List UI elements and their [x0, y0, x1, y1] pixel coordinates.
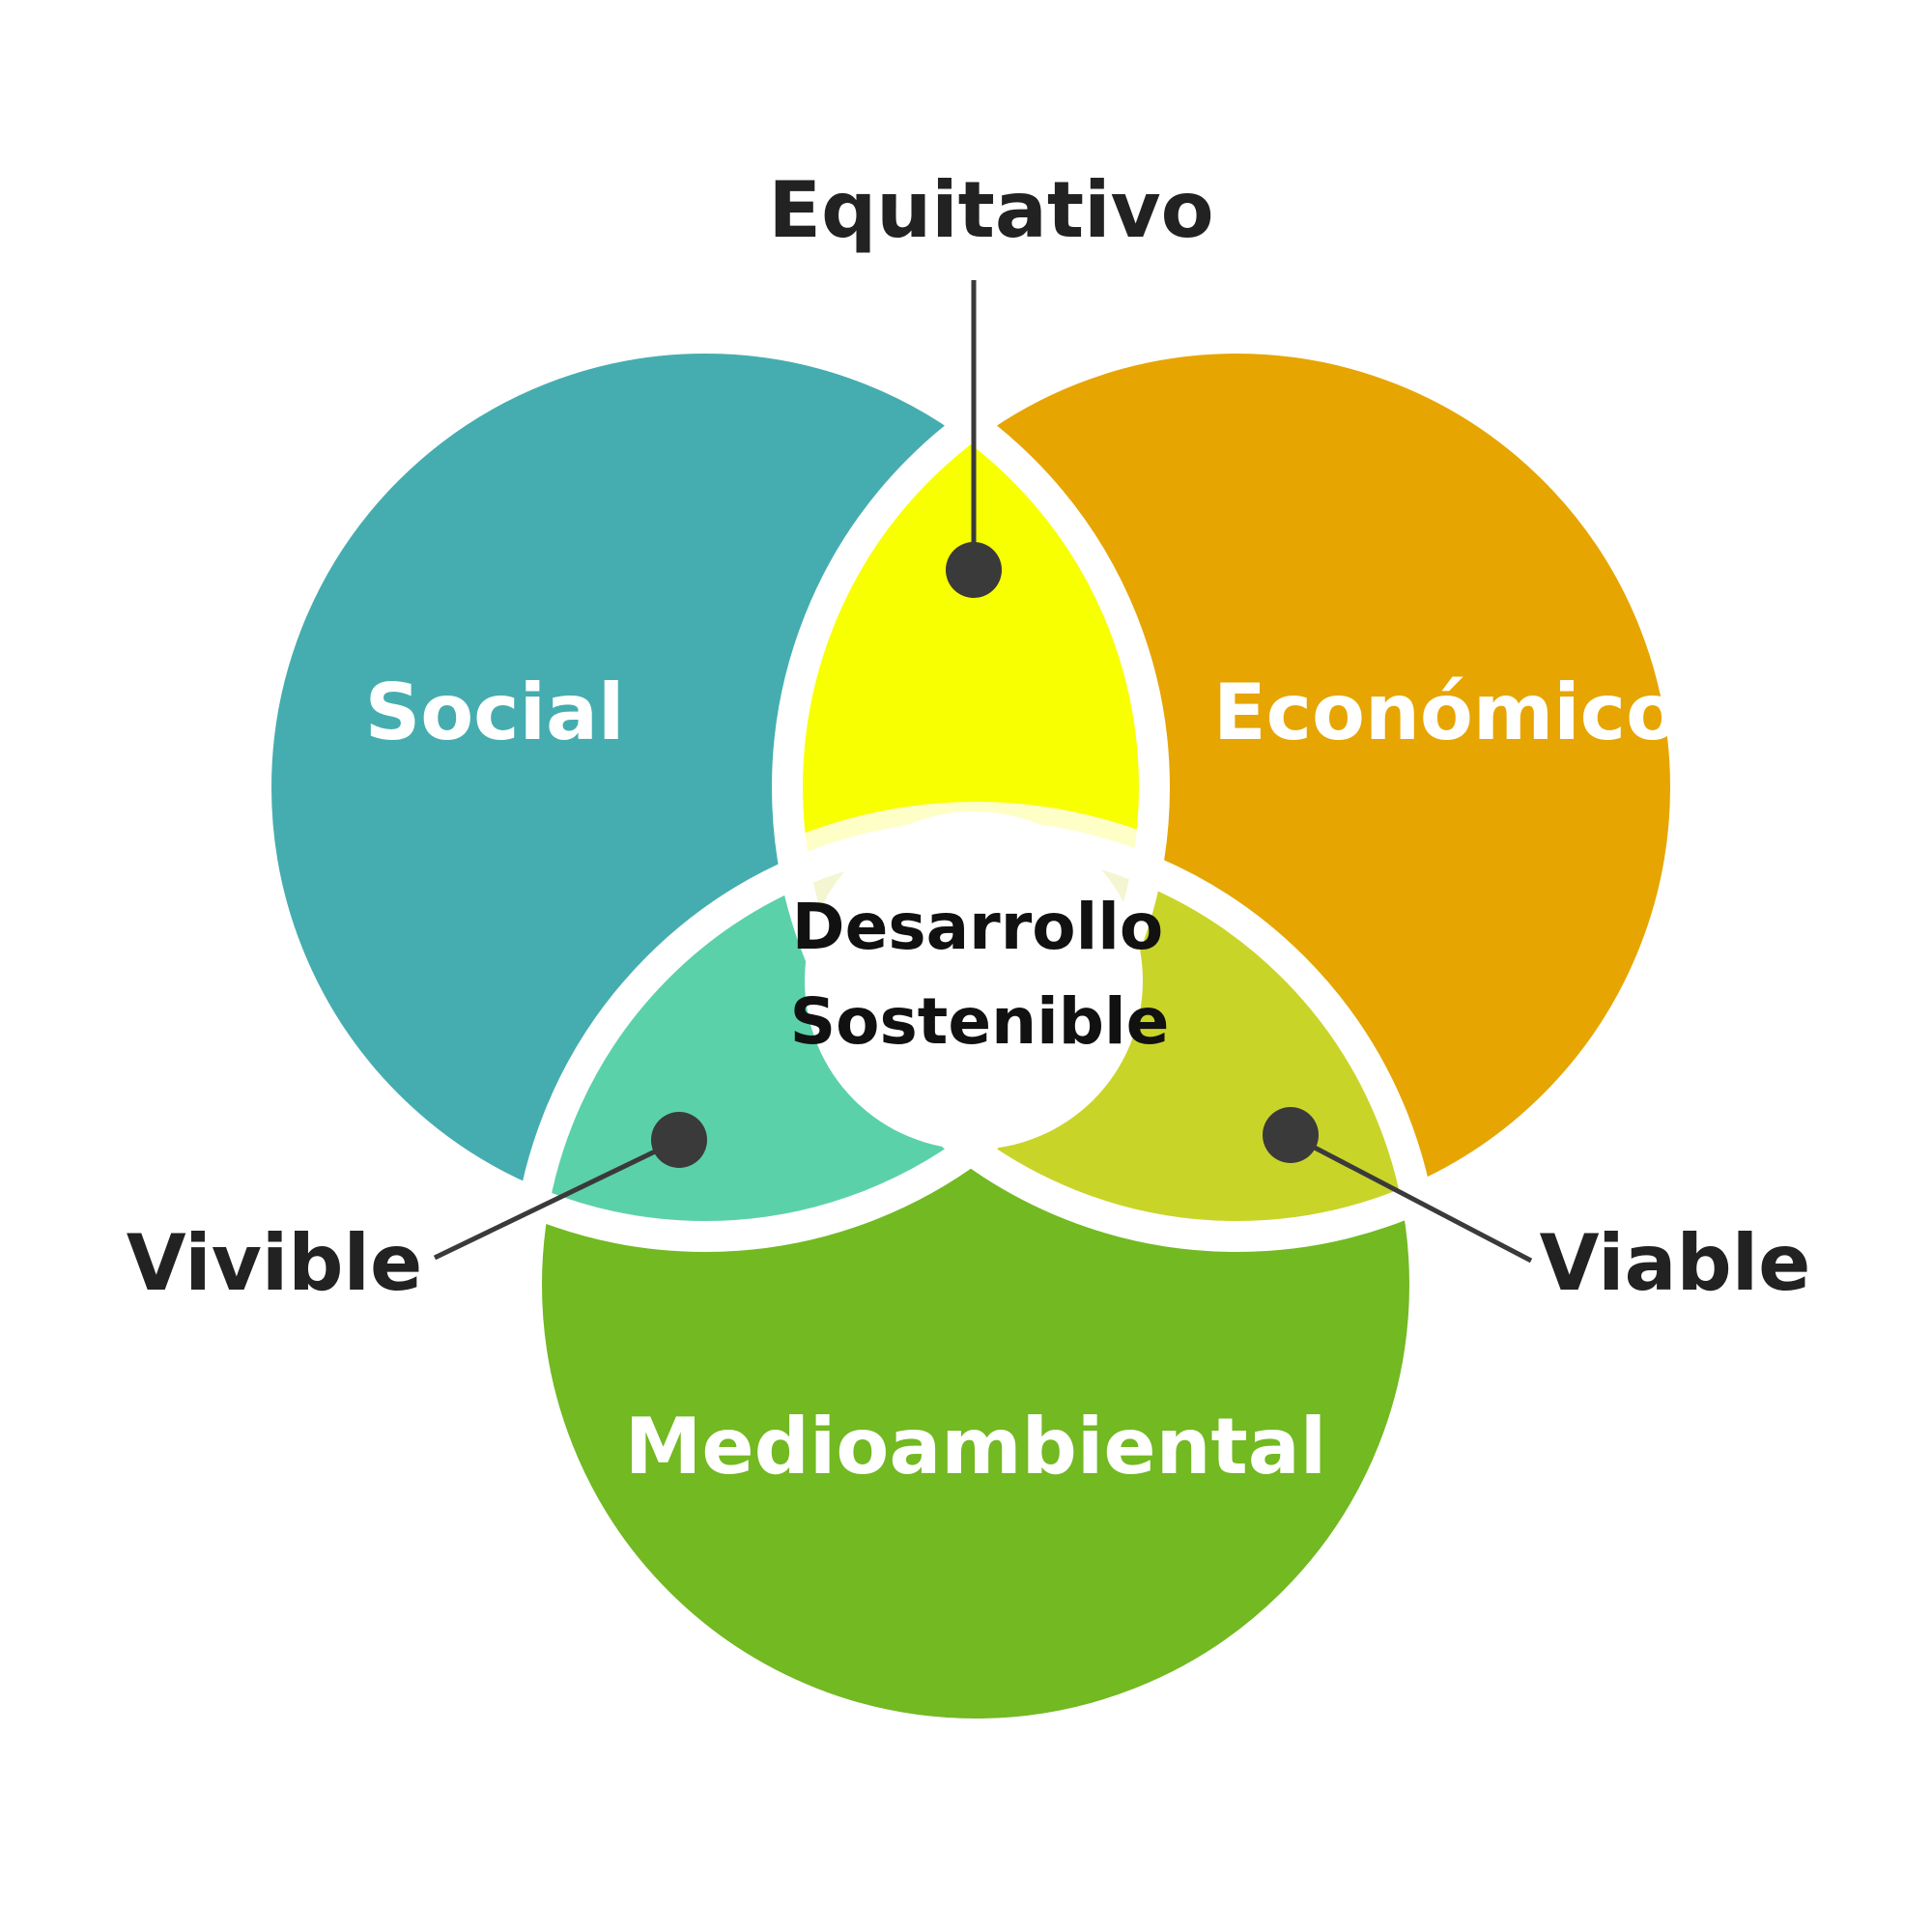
center-region — [805, 811, 1143, 1150]
vivible-callout-dot — [651, 1112, 707, 1168]
vivible-label: Vivible — [127, 1218, 422, 1308]
viable-region — [787, 836, 1425, 1236]
viable-label: Viable — [1540, 1218, 1811, 1308]
equitativo-label: Equitativo — [768, 165, 1213, 255]
economico-ring — [772, 323, 1701, 1252]
vivible-callout-line — [433, 1137, 681, 1261]
center-label-line2: Sostenible — [790, 984, 1170, 1059]
vivible-region — [526, 836, 1154, 1236]
center-label-line1: Desarrollo — [792, 890, 1163, 964]
viable-callout-line — [1289, 1132, 1533, 1264]
equitativo-callout-dot — [946, 542, 1002, 598]
viable-callout-dot — [1263, 1107, 1319, 1163]
medioambiental-label: Medioambiental — [625, 1402, 1326, 1492]
social-ring — [241, 323, 1170, 1252]
social-label: Social — [365, 668, 625, 757]
economico-label: Económico — [1213, 668, 1679, 757]
